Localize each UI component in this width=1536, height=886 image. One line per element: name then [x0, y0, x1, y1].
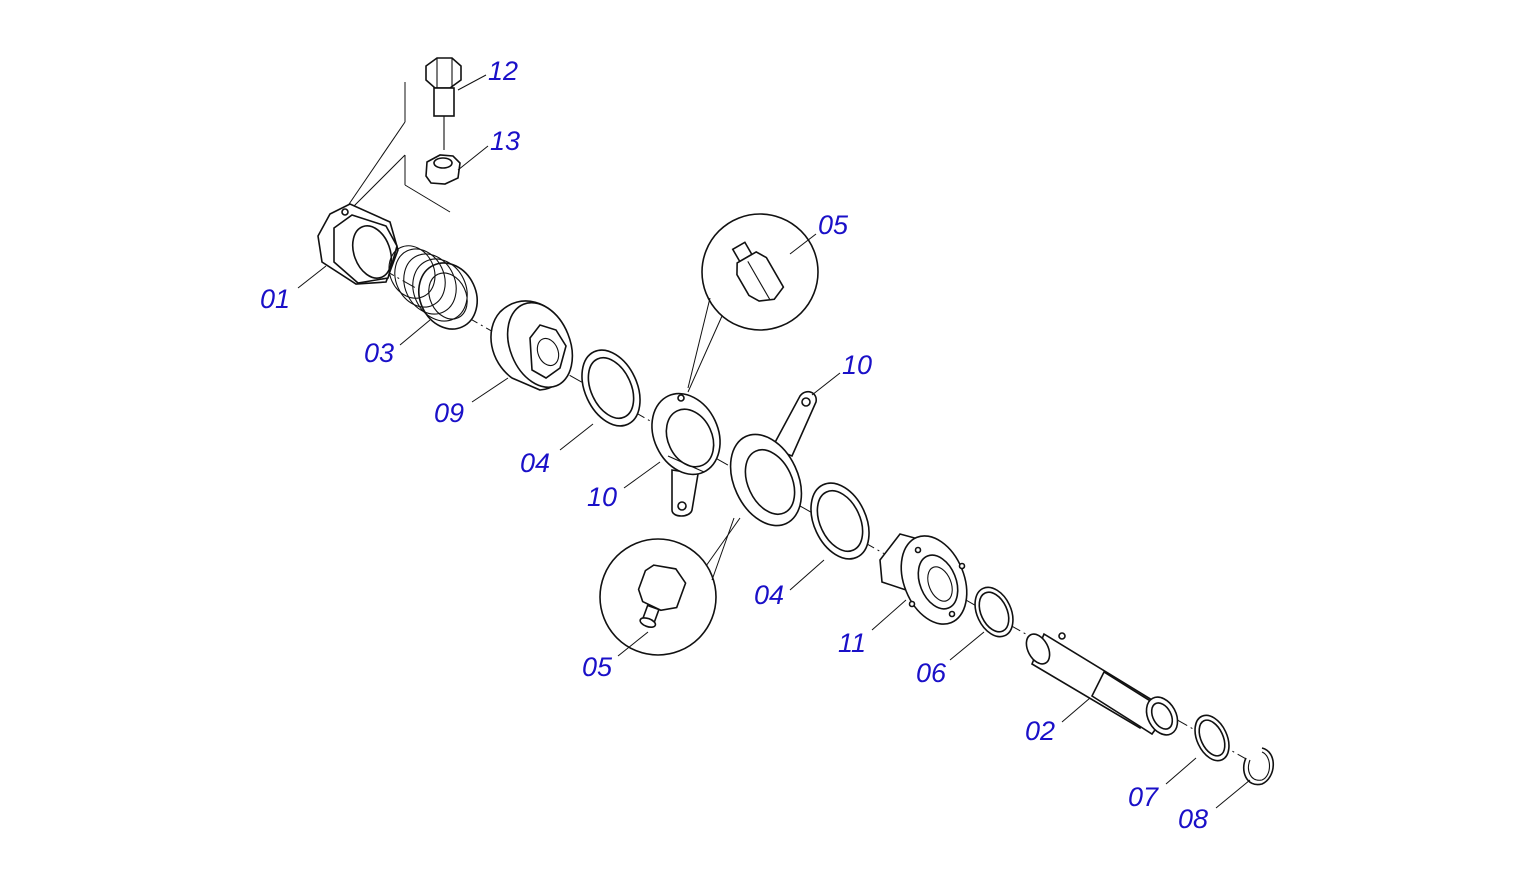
circlip-08 — [1242, 747, 1275, 786]
label-04-a: 04 — [520, 448, 550, 478]
flange-bearing-11 — [879, 533, 968, 625]
label-03: 03 — [364, 338, 394, 368]
label-10-b: 10 — [842, 350, 872, 380]
spring-03 — [388, 245, 478, 330]
label-13: 13 — [490, 126, 520, 156]
lever-ring-10-a — [651, 392, 721, 517]
washer-07 — [1194, 714, 1230, 762]
label-11: 11 — [838, 628, 866, 658]
grease-nipple-detail-05-b — [599, 517, 741, 656]
washer-04-a — [581, 349, 641, 427]
label-07: 07 — [1128, 782, 1159, 812]
label-12: 12 — [488, 56, 518, 86]
label-05-b: 05 — [582, 652, 613, 682]
bolt-12 — [425, 57, 462, 150]
bolt-detail-guides — [344, 82, 451, 213]
label-10-a: 10 — [587, 482, 617, 512]
lever-ring-10-b — [729, 390, 817, 527]
label-02: 02 — [1025, 716, 1055, 746]
grease-nipple-detail-05-a — [687, 213, 819, 393]
part-labels: 01 02 03 04 04 05 05 06 07 08 09 10 10 1… — [260, 56, 1208, 834]
label-04-b: 04 — [754, 580, 784, 610]
label-05-a: 05 — [818, 210, 849, 240]
label-08: 08 — [1178, 804, 1208, 834]
washer-04-b — [810, 482, 870, 560]
label-01: 01 — [260, 284, 290, 314]
clutch-hub-09 — [490, 300, 574, 391]
shaft-02 — [1025, 632, 1179, 736]
leader-lines — [297, 74, 1251, 809]
hex-cap-01 — [317, 203, 399, 285]
washer-06 — [974, 586, 1014, 638]
label-09: 09 — [434, 398, 464, 428]
label-06: 06 — [916, 658, 947, 688]
nut-13 — [425, 154, 461, 185]
